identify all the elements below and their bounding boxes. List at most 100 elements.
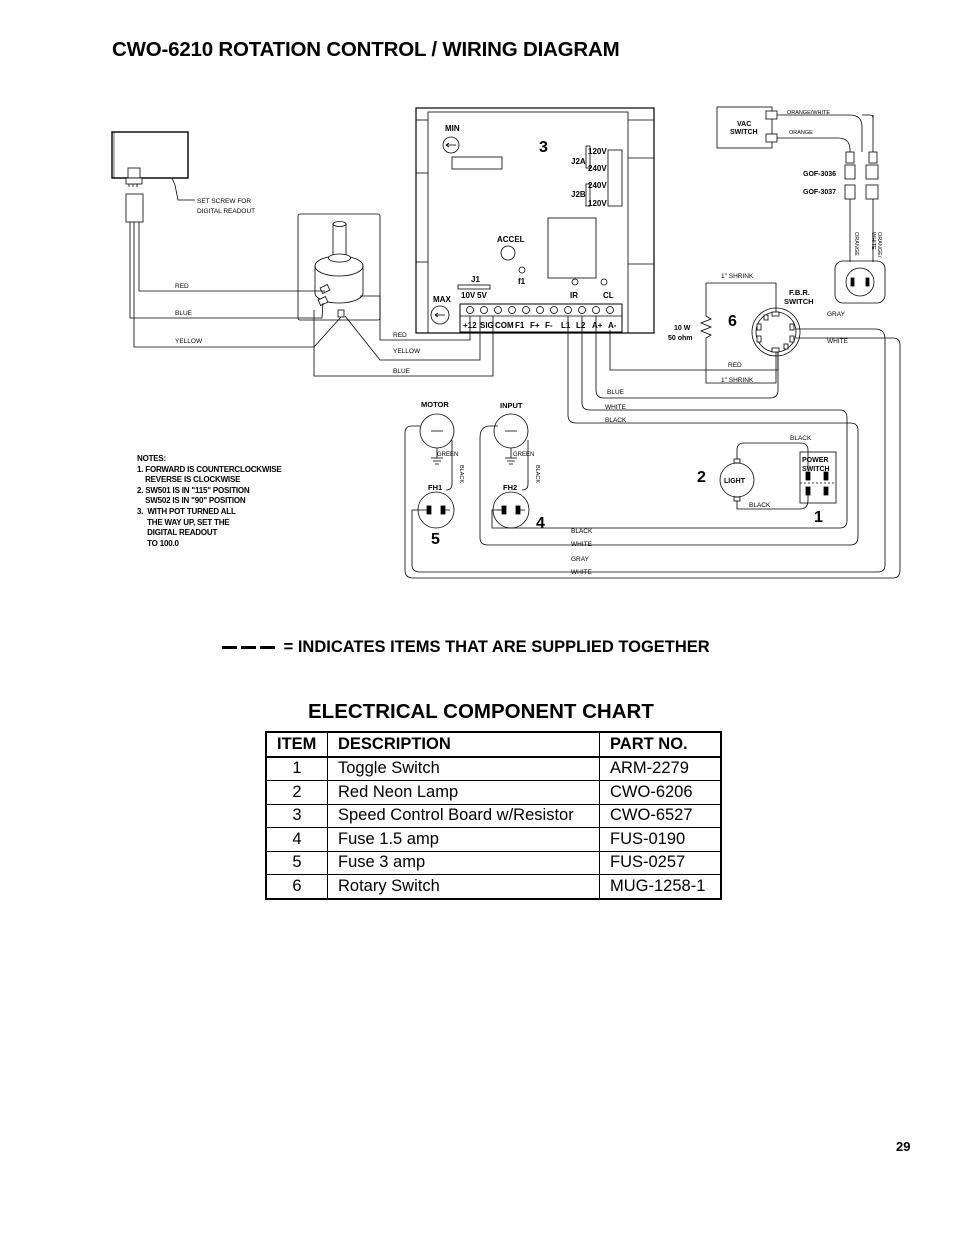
digital-readout	[111, 131, 195, 223]
table-header-row: ITEM DESCRIPTION PART NO.	[265, 731, 722, 758]
wire-label-orange-vertical: ORANGE	[853, 232, 859, 256]
note-line: REVERSE IS CLOCKWISE	[137, 475, 241, 485]
page-number: 29	[896, 1139, 911, 1154]
board-cl-label: CL	[603, 291, 614, 300]
dash-symbol	[260, 646, 275, 650]
gof-3037-label: GOF-3037	[803, 189, 836, 196]
dash-symbol	[222, 646, 237, 650]
wire-label-black-input: BLACK	[534, 465, 540, 483]
wire-label-black-motor: BLACK	[458, 465, 464, 483]
cell-part-no: CWO-6206	[599, 780, 722, 805]
legend-text: = INDICATES ITEMS THAT ARE SUPPLIED TOGE…	[283, 638, 710, 656]
board-120v-a: 120V	[588, 147, 607, 156]
board-j2a-label: J2A	[571, 157, 586, 166]
board-accel-label: ACCEL	[497, 235, 525, 244]
dash-symbol	[241, 646, 256, 650]
fh2-label: FH2	[503, 483, 517, 492]
terminal-label: COM	[495, 321, 514, 330]
note-line: 1. FORWARD IS COUNTERCLOCKWISE	[137, 464, 282, 474]
note-line: TO 100.0	[137, 538, 179, 548]
terminal-label: A+	[592, 321, 603, 330]
fbr-label-1: F.B.R.	[789, 288, 810, 297]
wire-label-orange-white-vertical-1: ORANGE/	[876, 232, 882, 258]
notes-block: NOTES: 1. FORWARD IS COUNTERCLOCKWISE RE…	[137, 454, 282, 549]
board-10v-label: 10V	[461, 291, 476, 300]
cell-description: Fuse 1.5 amp	[327, 827, 600, 852]
cell-part-no: CWO-6527	[599, 803, 722, 828]
cell-part-no: FUS-0190	[599, 827, 722, 852]
cell-item: 4	[265, 827, 328, 852]
set-screw-label-2: DIGITAL READOUT	[197, 208, 255, 215]
cell-description: Fuse 3 amp	[327, 850, 600, 875]
table-row: 2 Red Neon Lamp CWO-6206	[265, 780, 722, 805]
terminal-label: +12	[463, 321, 477, 330]
page-title: CWO-6210 ROTATION CONTROL / WIRING DIAGR…	[112, 38, 620, 61]
wire-label-red-pot: RED	[175, 283, 189, 290]
table-row: 5 Fuse 3 amp FUS-0257	[265, 850, 722, 875]
resistor-label-2: 50 ohm	[668, 335, 693, 342]
cell-description: Speed Control Board w/Resistor	[327, 803, 600, 828]
shrink-bottom-label: 1" SHRINK	[721, 377, 754, 384]
fh1-item-number: 5	[431, 531, 440, 548]
wire-label-green-motor: GREEN	[437, 452, 458, 458]
cell-part-no: ARM-2279	[599, 756, 722, 781]
terminal-label: F1	[515, 321, 525, 330]
cell-item: 5	[265, 850, 328, 875]
set-screw-label-1: SET SCREW FOR	[197, 198, 251, 205]
vac-switch-label-2: SWITCH	[730, 129, 758, 136]
vac-switch-label-1: VAC	[737, 121, 751, 128]
table-row: 6 Rotary Switch MUG-1258-1	[265, 874, 722, 899]
wire-label-blue-board: BLUE	[393, 368, 411, 375]
note-line: 3. WITH POT TURNED ALL	[137, 506, 236, 516]
wire-label-gray-bottom: GRAY	[571, 556, 590, 563]
speed-control-board	[415, 107, 655, 334]
board-240v-b: 240V	[588, 181, 607, 190]
input-connector	[492, 413, 530, 529]
vac-switch	[716, 106, 886, 304]
wire-label-blue-l: BLUE	[607, 389, 625, 396]
terminal-label: L2	[576, 321, 586, 330]
wire-label-blue-pot: BLUE	[175, 310, 193, 317]
board-120v-b: 120V	[588, 199, 607, 208]
board-ir-label: IR	[570, 291, 578, 300]
column-header-item: ITEM	[265, 731, 328, 758]
notes-heading: NOTES:	[137, 454, 167, 463]
wire-label-gray-fbr: GRAY	[827, 311, 846, 318]
wire-label-black-light: BLACK	[749, 502, 771, 509]
board-min-label: MIN	[445, 124, 460, 133]
power-switch	[799, 451, 837, 504]
cell-description: Red Neon Lamp	[327, 780, 600, 805]
board-j2b-label: J2B	[571, 190, 586, 199]
power-switch-label-2: SWITCH	[802, 466, 830, 473]
terminal-label: L1	[561, 321, 571, 330]
wire-label-black-bottom: BLACK	[571, 528, 593, 535]
legend: = INDICATES ITEMS THAT ARE SUPPLIED TOGE…	[222, 638, 710, 657]
motor-label: MOTOR	[421, 400, 449, 409]
wire-label-white-bottom-2: WHITE	[571, 569, 593, 576]
wire-label-white-l: WHITE	[605, 404, 627, 411]
note-line: 2. SW501 IS IN "115" POSITION	[137, 485, 250, 495]
column-header-description: DESCRIPTION	[327, 731, 600, 758]
terminal-label: F-	[545, 321, 553, 330]
fbr-switch	[751, 307, 801, 357]
terminal-label: A-	[608, 321, 617, 330]
wire-label-yellow-board: YELLOW	[393, 348, 421, 355]
cell-description: Toggle Switch	[327, 756, 600, 781]
wire-label-white-fbr: WHITE	[827, 338, 849, 345]
component-table: ITEM DESCRIPTION PART NO. 1 Toggle Switc…	[265, 731, 722, 900]
board-240v-a: 240V	[588, 164, 607, 173]
cell-part-no: FUS-0257	[599, 850, 722, 875]
light-label: LIGHT	[724, 478, 746, 485]
cell-description: Rotary Switch	[327, 874, 600, 899]
wire-label-red-fbr: RED	[728, 362, 742, 369]
column-header-part-no: PART NO.	[599, 731, 722, 758]
fbr-label-2: SWITCH	[784, 297, 814, 306]
fh2-item-number: 4	[536, 515, 545, 532]
wire-label-green-input: GREEN	[513, 452, 534, 458]
note-line: SW502 IS IN "90" POSITION	[137, 496, 246, 506]
resistor-label-1: 10 W	[674, 325, 691, 332]
neon-light	[719, 442, 809, 510]
power-switch-label-1: POWER	[802, 457, 828, 464]
cell-item: 6	[265, 874, 328, 899]
table-row: 3 Speed Control Board w/Resistor CWO-652…	[265, 803, 722, 828]
